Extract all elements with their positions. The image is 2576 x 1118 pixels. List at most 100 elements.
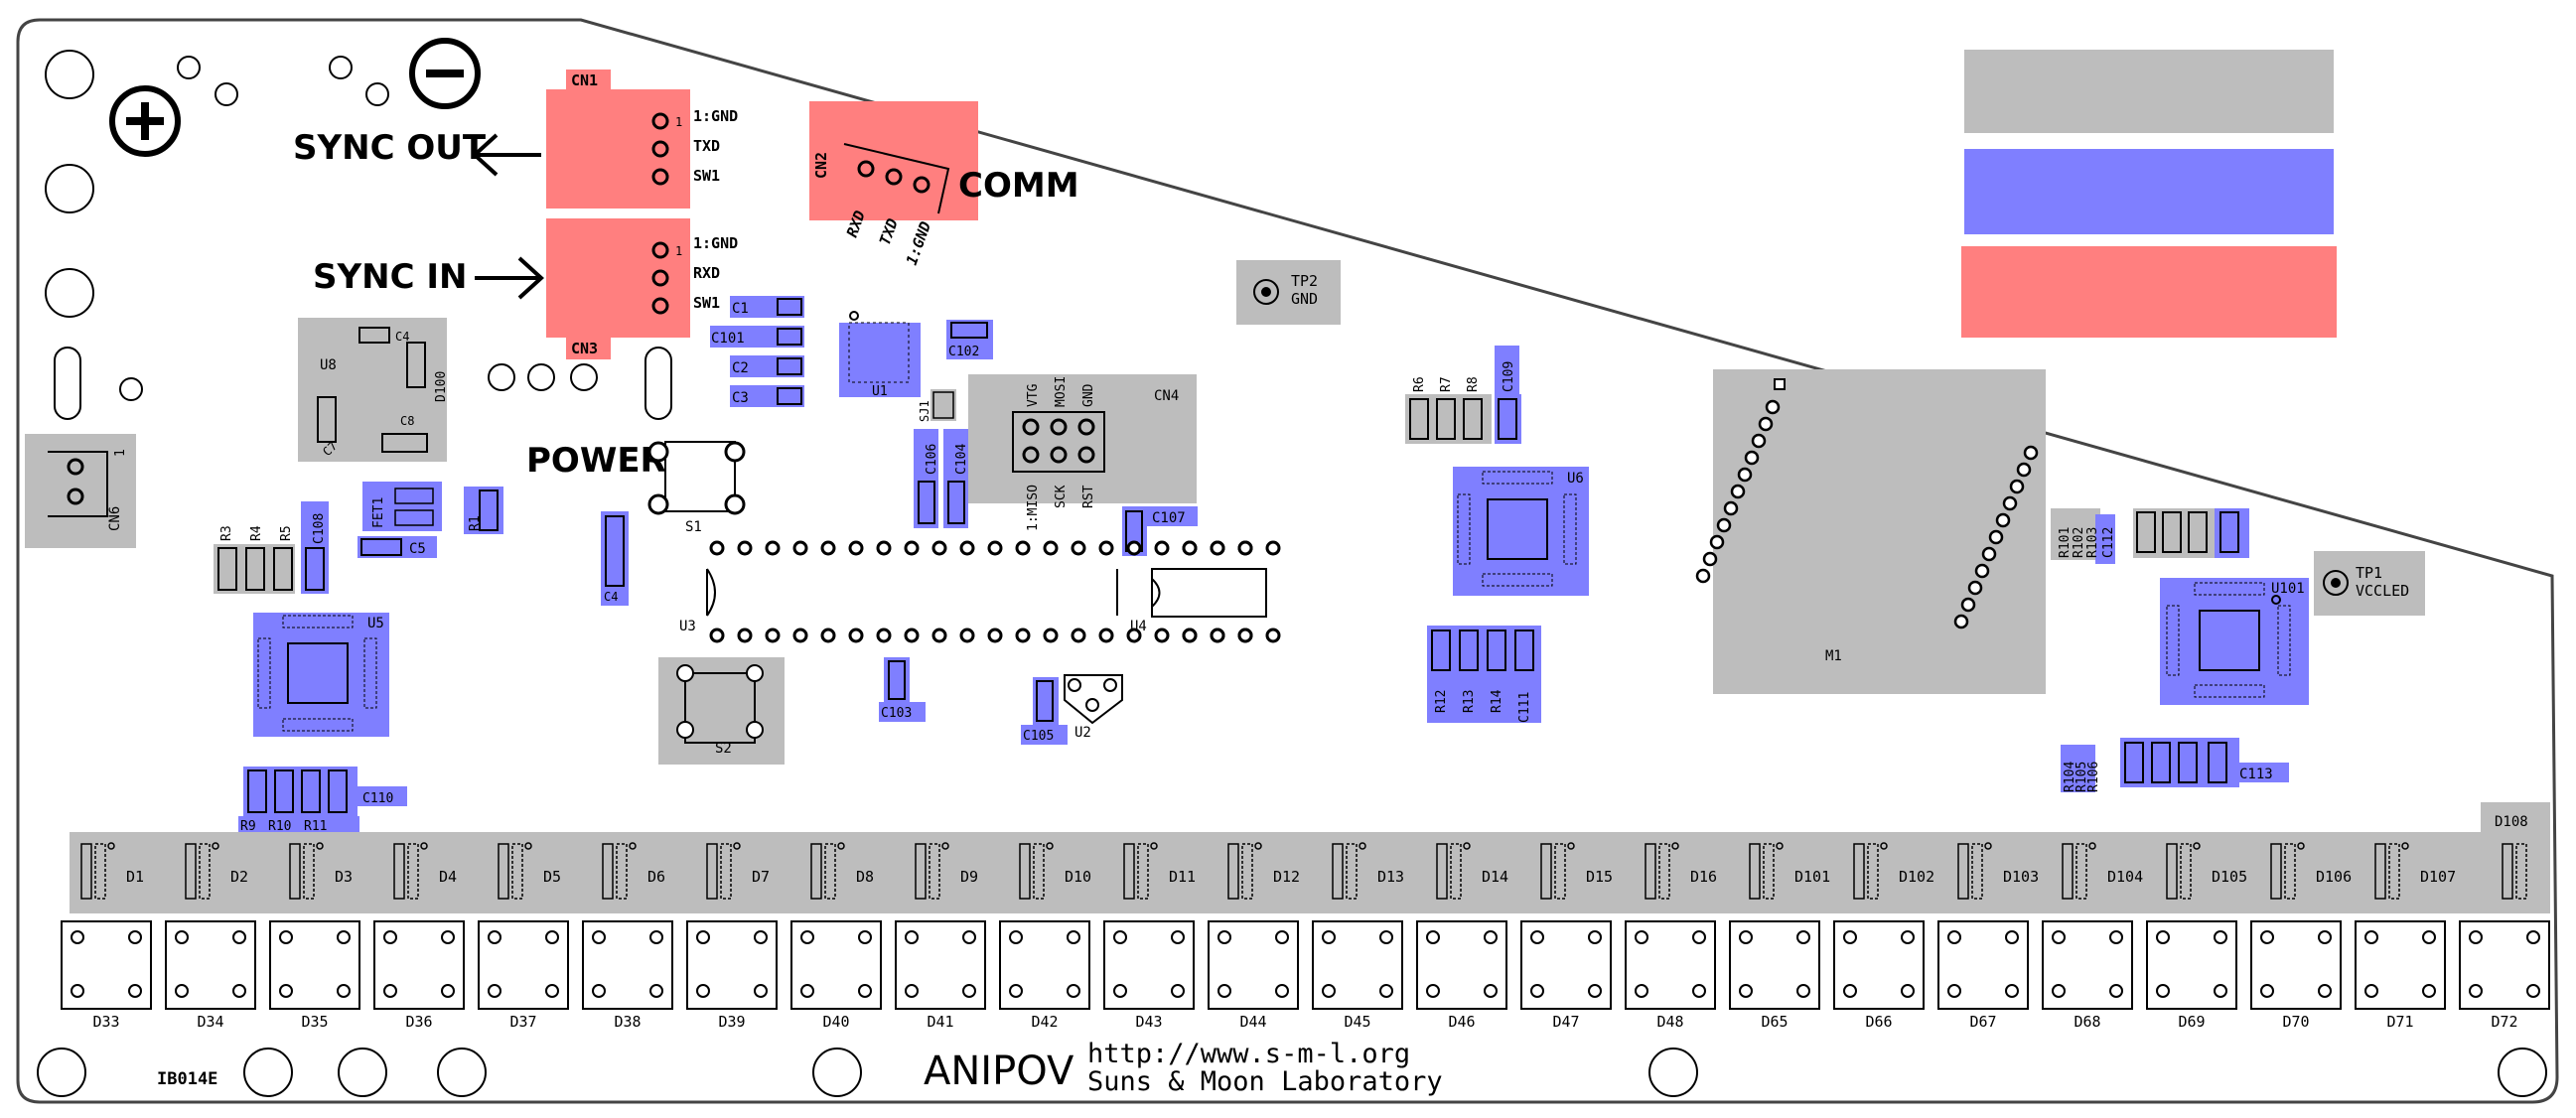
switch-d70: D70 [2250,920,2342,1031]
led-pad [2180,843,2192,900]
switch-pin [1171,984,1185,998]
led-pad [929,843,940,900]
svg-text:CN6: CN6 [107,506,123,531]
led-pad [1123,843,1135,900]
led-pin1-marker [2193,842,2201,850]
led-pad [1658,843,1670,900]
led-strip [70,832,2550,913]
cn3-pin-1: 1:GND [693,234,738,252]
u6-driver-chip: U6 [1453,467,1589,596]
svg-text:R103: R103 [2085,527,2100,558]
c102-capacitor: C102 [946,320,993,359]
svg-text:CN4: CN4 [1154,388,1179,404]
switch-pin [1426,984,1440,998]
svg-text:RST: RST [1081,485,1096,508]
dip-pin [1043,540,1059,556]
switch-label: D38 [614,1013,641,1031]
m1-pad [1974,563,1990,579]
led-pin1-marker [1463,842,1471,850]
r1-resistor: R1 [464,487,503,534]
switch-pin [2109,930,2123,944]
legend-swatch-red [1961,246,2337,338]
dip-pin [1098,540,1114,556]
led-pin1-marker [941,842,949,850]
m1-pad [2016,462,2032,478]
switch-pin [858,984,872,998]
switch-pin [279,984,293,998]
switch-d44: D44 [1208,920,1299,1031]
m1-pad [2009,479,2025,494]
switch-pin [905,984,919,998]
svg-text:S1: S1 [685,519,702,535]
switch-pin [1843,930,1857,944]
svg-text:1:MISO: 1:MISO [1026,485,1041,531]
switch-pin [1901,984,1915,998]
switch-pin [71,930,84,944]
led-pad [393,843,405,900]
led-pin1-marker [629,842,637,850]
switch-d71: D71 [2355,920,2446,1031]
m1-pad [1744,450,1760,466]
switch-pin [696,984,710,998]
led-pad [720,843,732,900]
svg-text:C5: C5 [409,541,426,557]
led-pin1-marker [1776,842,1784,850]
led-label: D103 [2003,868,2039,886]
switch-pin [2364,930,2378,944]
switch-label: D47 [1552,1013,1579,1031]
cn3-pin-2: RXD [693,264,720,282]
switch-label: D72 [2491,1013,2517,1031]
d108-tab [2481,802,2550,834]
m1-pad [1988,529,2004,545]
switch-d47: D47 [1520,920,1612,1031]
switch-pin [383,930,397,944]
switch-label: D71 [2386,1013,2413,1031]
svg-text:C110: C110 [362,791,393,806]
switch-pin [649,984,663,998]
switch-pin [2109,984,2123,998]
c103-capacitor: C103 [879,657,926,722]
u101-driver-chip: U101 [2160,578,2309,705]
dip-pin [1265,628,1281,643]
switch-pin [800,930,814,944]
switch-d68: D68 [2042,920,2133,1031]
cn3-pin-3: SW1 [693,294,720,312]
switch-pin [1635,984,1648,998]
switch-pin [1067,930,1080,944]
led-label: D5 [543,868,561,886]
switch-d38: D38 [582,920,673,1031]
led-d2: D2 [185,842,248,900]
r101-r103-c112: R101 R102 R103 C112 [2051,508,2249,564]
svg-text:R11: R11 [304,819,327,834]
led-d6: D6 [602,842,665,900]
test-point-tp1: TP1 VCCLED [2314,551,2425,616]
led-d3: D3 [289,842,353,900]
led-pad [915,843,927,900]
switch-d41: D41 [895,920,986,1031]
led-pin1-marker [1359,842,1366,850]
led-pad [1241,843,1253,900]
led-pin1-marker [2088,842,2096,850]
switch-pin [232,984,246,998]
board-id: IB014E [157,1069,217,1089]
switch-pin [128,930,142,944]
switch-label: D39 [718,1013,745,1031]
svg-text:S2: S2 [715,741,732,757]
led-d5: D5 [498,842,561,900]
svg-text:D100: D100 [434,371,449,402]
led-pad [185,843,197,900]
led-pad [1019,843,1031,900]
switch-pin [1530,984,1544,998]
switch-pin [2214,930,2227,944]
switch-pin [1067,984,1080,998]
dip-pin [931,540,947,556]
lab-url: http://www.s-m-l.org [1087,1039,1410,1069]
led-d7: D7 [706,842,770,900]
m1-pad [1960,597,1976,613]
led-pad [2075,843,2087,900]
svg-text:R9: R9 [240,819,256,834]
switch-label: D43 [1135,1013,1162,1031]
dip-pin [709,628,725,643]
led-pad [1346,843,1358,900]
